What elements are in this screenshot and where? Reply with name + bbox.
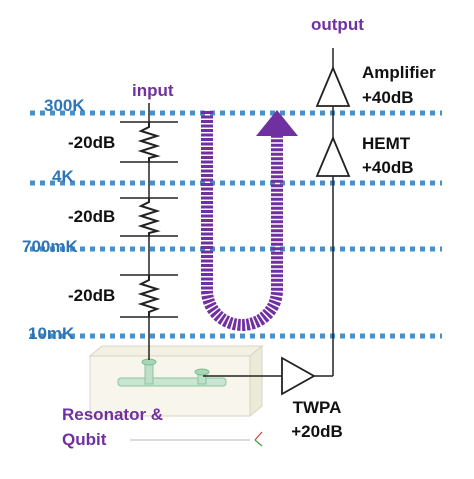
twpa-name: TWPA bbox=[292, 398, 342, 417]
resonator-label-line1: Resonator & bbox=[62, 405, 164, 424]
resonator-label-line2: Qubit bbox=[62, 430, 107, 449]
input-label: input bbox=[132, 81, 174, 100]
signal-loop-arrow bbox=[201, 110, 298, 331]
attenuator-3 bbox=[120, 274, 178, 318]
amplifier-name: Amplifier bbox=[362, 63, 436, 82]
attenuator-1 bbox=[120, 121, 178, 163]
resonator-chip bbox=[88, 344, 264, 447]
output-label: output bbox=[311, 15, 364, 34]
stage-label-700mk: 700mK bbox=[22, 237, 78, 256]
hemt-name: HEMT bbox=[362, 134, 411, 153]
amplifier-triangle bbox=[315, 65, 351, 107]
attenuator-2 bbox=[120, 197, 178, 237]
stage-label-4k: 4K bbox=[52, 167, 74, 186]
amplifier-gain: +40dB bbox=[362, 88, 414, 107]
stage-label-10mk: 10mK bbox=[28, 324, 75, 343]
twpa-triangle bbox=[281, 356, 316, 396]
stage-lines bbox=[30, 110, 442, 339]
attenuator-label-2: -20dB bbox=[68, 207, 116, 226]
hemt-gain: +40dB bbox=[362, 158, 414, 177]
attenuator-label-3: -20dB bbox=[68, 286, 116, 305]
attenuator-label-1: -20dB bbox=[68, 133, 116, 152]
stage-label-300k: 300K bbox=[44, 96, 85, 115]
hemt-triangle bbox=[315, 135, 351, 177]
output-line bbox=[203, 48, 334, 377]
twpa-gain: +20dB bbox=[291, 422, 343, 441]
